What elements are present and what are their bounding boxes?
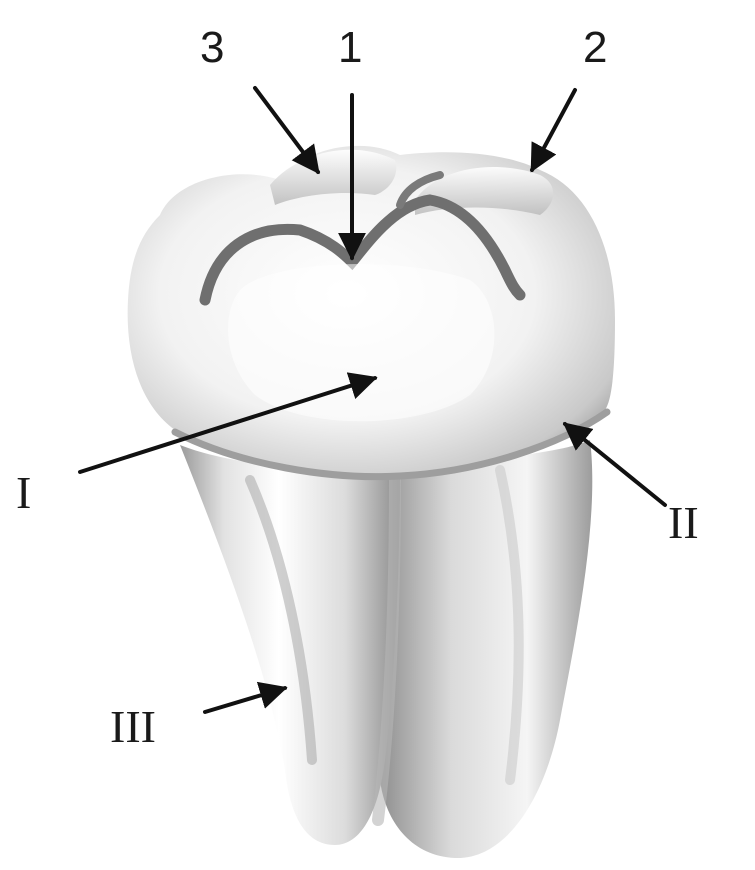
label-III: III: [110, 701, 156, 752]
label-II: II: [668, 497, 699, 548]
label-3: 3: [200, 23, 224, 72]
label-I: I: [16, 467, 31, 518]
back-root: [375, 440, 592, 858]
arrow-3: [255, 88, 318, 172]
crown: [128, 146, 615, 477]
arrow-2: [532, 90, 575, 170]
mesial-root: [180, 445, 400, 845]
crown-highlight: [228, 264, 494, 421]
label-2: 2: [583, 23, 607, 72]
roots: [180, 440, 592, 858]
label-1: 1: [338, 23, 362, 72]
